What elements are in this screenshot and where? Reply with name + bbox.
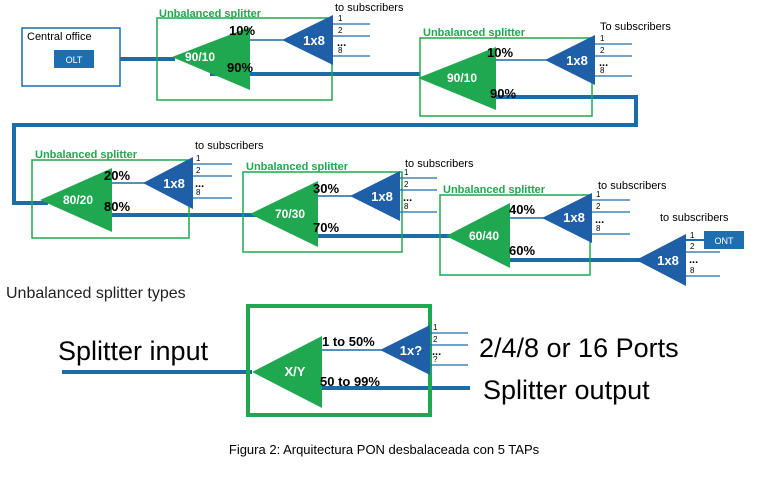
subscribers-label: to subscribers <box>598 180 667 192</box>
port-dots: ... <box>337 37 346 49</box>
lower-percent: 80% <box>104 199 130 214</box>
port-number: 2 <box>404 180 409 189</box>
figure-caption: Figura 2: Arquitectura PON desbalaceada … <box>228 442 540 457</box>
port-dots: ... <box>689 254 698 266</box>
splitter-title: Unbalanced splitter <box>443 184 546 196</box>
port-number: 1 <box>600 34 605 43</box>
lower-percent: 90% <box>227 60 253 75</box>
tap-label: 1x8 <box>566 53 588 68</box>
legend-ports-label: 2/4/8 or 16 Ports <box>479 333 679 363</box>
fiber-s2-to-s3 <box>12 95 638 205</box>
splitter-triangle <box>250 181 318 247</box>
tap-label: 1x8 <box>163 176 185 191</box>
lower-percent: 70% <box>313 220 339 235</box>
splitter-title: Unbalanced splitter <box>35 149 138 161</box>
upper-percent: 20% <box>104 168 130 183</box>
upper-percent: 30% <box>313 181 339 196</box>
port-number: 8 <box>600 66 605 75</box>
legend-input-label: Splitter input <box>58 336 209 366</box>
tap-triangle <box>636 234 686 286</box>
legend: Unbalanced splitter types X/Y 1 to 50% 5… <box>6 285 679 417</box>
splitter-triangle <box>172 27 250 90</box>
port-number: 1 <box>404 168 409 177</box>
port-number: 8 <box>404 202 409 211</box>
subscribers-label: to subscribers <box>335 2 404 14</box>
splitter-title: Unbalanced splitter <box>246 161 349 173</box>
legend-output-label: Splitter output <box>483 375 650 405</box>
lower-percent: 60% <box>509 243 535 258</box>
splitter-ratio: 60/40 <box>469 229 499 243</box>
port-number: 2 <box>690 242 695 251</box>
legend-tap-triangle <box>380 325 430 375</box>
port-number: 2 <box>596 202 601 211</box>
port-dots: ... <box>403 192 412 204</box>
end-tap: 1x8 1 2 ... 8 to subscribers ONT <box>636 212 744 286</box>
tap-triangle <box>350 171 400 221</box>
splitter-triangle <box>446 203 510 268</box>
port-number: ? <box>433 355 438 364</box>
port-number: 8 <box>690 266 695 275</box>
tap-label: 1x8 <box>657 253 679 268</box>
tap-label: 1x8 <box>563 210 585 225</box>
splitter-2: Unbalanced splitter 90/10 10% 90% 1x8 1 … <box>418 21 671 117</box>
legend-upper-percent: 1 to 50% <box>322 334 375 349</box>
legend-ratio: X/Y <box>285 364 306 379</box>
upper-percent: 10% <box>487 45 513 60</box>
legend-splitter-triangle <box>252 336 322 408</box>
port-number: 8 <box>338 46 343 55</box>
tap-triangle <box>282 15 333 65</box>
upper-percent: 10% <box>229 23 255 38</box>
ont-label: ONT <box>715 236 735 246</box>
splitter-1: Unbalanced splitter 90/10 10% 90% 1x8 1 … <box>156 2 404 101</box>
port-number: 2 <box>338 26 343 35</box>
legend-heading: Unbalanced splitter types <box>6 285 186 302</box>
tap-triangle <box>545 35 595 85</box>
subscribers-label: to subscribers <box>405 158 474 170</box>
central-office: Central office OLT <box>21 27 121 87</box>
port-number: 2 <box>600 46 605 55</box>
splitter-triangle <box>418 47 496 110</box>
olt-box <box>54 50 94 68</box>
legend-tap-label: 1x? <box>400 343 422 358</box>
ont-box <box>704 231 744 249</box>
port-number: 2 <box>433 335 438 344</box>
splitter-triangle <box>40 168 112 232</box>
central-office-label: Central office <box>27 31 92 43</box>
tap-triangle <box>542 193 592 243</box>
upper-percent: 40% <box>509 202 535 217</box>
olt-label: OLT <box>66 55 83 65</box>
splitter-ratio: 80/20 <box>63 193 93 207</box>
splitter-5: Unbalanced splitter 60/40 40% 60% 1x8 1 … <box>439 180 667 276</box>
port-dots: ... <box>432 346 441 358</box>
subscribers-label: to subscribers <box>195 140 264 152</box>
splitter-title: Unbalanced splitter <box>423 27 526 39</box>
port-number: 2 <box>196 166 201 175</box>
port-number: 1 <box>596 190 601 199</box>
tap-label: 1x8 <box>371 189 393 204</box>
splitter-title: Unbalanced splitter <box>159 8 262 20</box>
port-dots: ... <box>595 214 604 226</box>
port-dots: ... <box>195 178 204 190</box>
port-number: 1 <box>433 323 438 332</box>
splitter-4: Unbalanced splitter 70/30 30% 70% 1x8 1 … <box>242 158 474 253</box>
legend-lower-percent: 50 to 99% <box>320 374 380 389</box>
port-number: 8 <box>196 188 201 197</box>
tap-triangle <box>143 157 193 209</box>
splitter-ratio: 90/10 <box>447 71 477 85</box>
port-number: 1 <box>196 154 201 163</box>
splitter-ratio: 90/10 <box>185 50 215 64</box>
splitter-3: Unbalanced splitter 80/20 20% 80% 1x8 1 … <box>31 140 264 239</box>
tap-label: 1x8 <box>303 33 325 48</box>
lower-percent: 90% <box>490 86 516 101</box>
port-number: 1 <box>338 14 343 23</box>
port-number: 8 <box>596 224 601 233</box>
port-number: 1 <box>690 231 695 240</box>
subscribers-label: To subscribers <box>600 21 671 33</box>
port-dots: ... <box>599 57 608 69</box>
subscribers-label: to subscribers <box>660 212 729 224</box>
splitter-ratio: 70/30 <box>275 207 305 221</box>
